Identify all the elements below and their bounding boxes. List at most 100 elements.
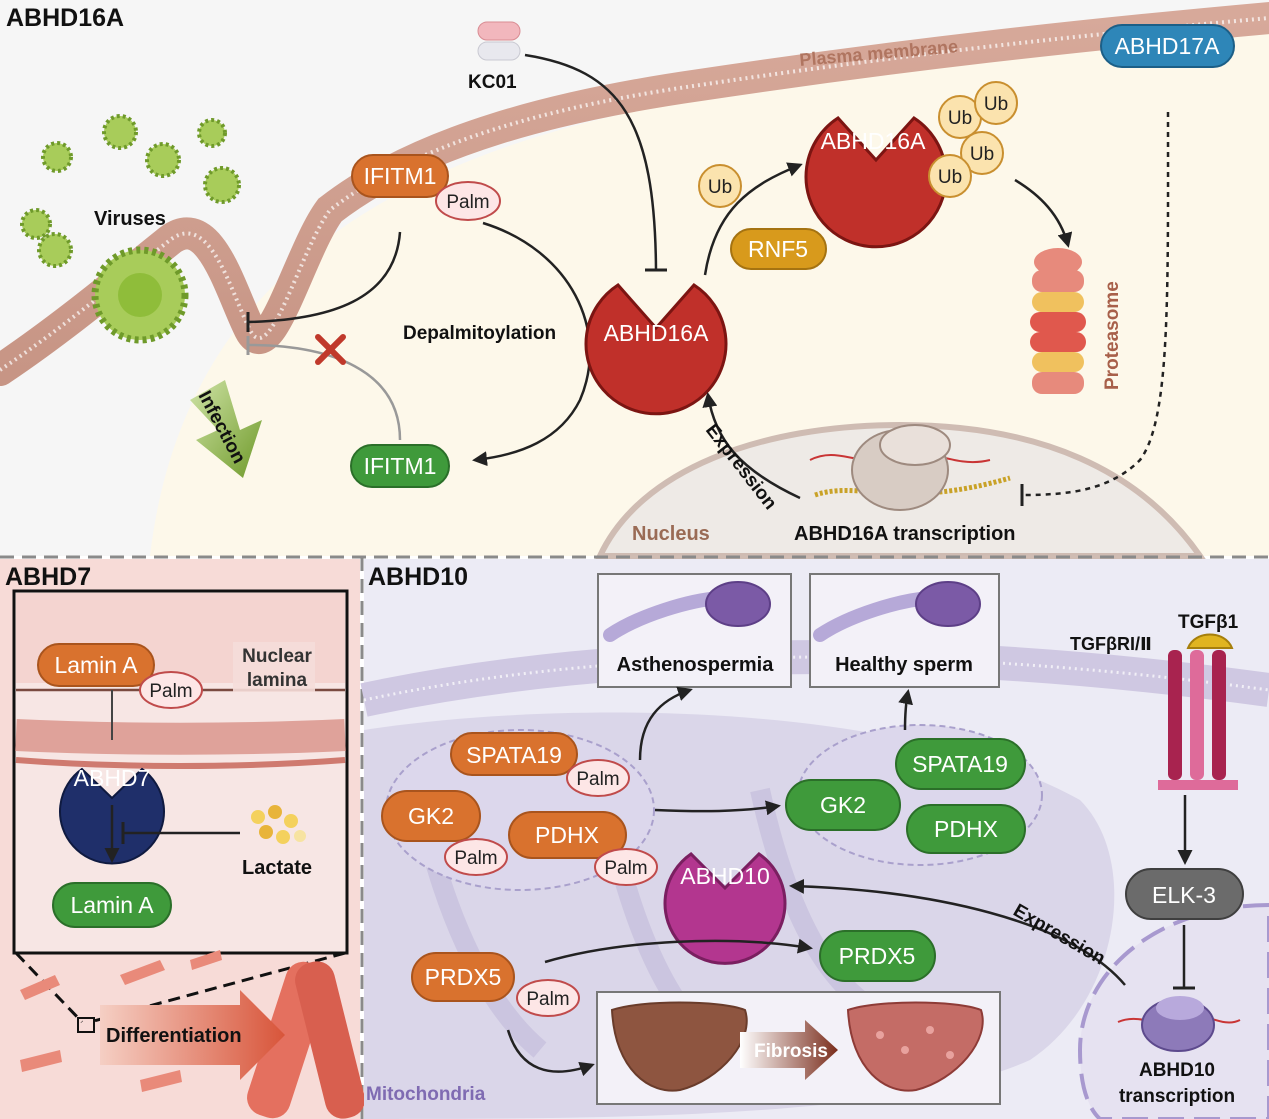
palm-label: Palm <box>604 858 647 879</box>
kc01-inhibition-line <box>524 53 658 271</box>
fibrosis-arrow <box>740 1020 838 1080</box>
abhd17a-protein <box>1100 24 1235 68</box>
healthy-sperm-arrow <box>898 689 914 731</box>
palm-tag <box>594 848 658 886</box>
tgfb-receptor-icon <box>1158 633 1238 790</box>
ifitm1-label: IFITM1 <box>364 453 437 479</box>
ifitm1-palm-label: IFITM1 <box>364 163 437 189</box>
tgfb1-label: TGFβ1 <box>1178 612 1239 633</box>
virus-icon <box>20 114 241 344</box>
fibrosis-label: Fibrosis <box>754 1041 828 1062</box>
panel-title-abhd10: ABHD10 <box>368 563 468 591</box>
nucleus-label: Nucleus <box>632 523 710 545</box>
lactate-icon <box>251 805 306 844</box>
expression-arrow <box>702 392 801 500</box>
depalmitoylation-label: Depalmitoylation <box>403 323 556 344</box>
palm-label: Palm <box>149 681 192 702</box>
tgfb-receptor-label: TGFβRI/Ⅱ <box>1070 634 1152 654</box>
palm-tag <box>139 671 203 709</box>
panel-title-abhd7: ABHD7 <box>5 563 91 591</box>
differentiation-label: Differentiation <box>106 1025 242 1047</box>
abhd7-enzyme-label: ABHD7 <box>74 765 151 791</box>
mitochondria-label: Mitochondria <box>366 1084 486 1105</box>
palm-tag <box>516 979 580 1017</box>
abhd16a-ub-label: ABHD16A <box>821 128 926 154</box>
abhd7-panel: ABHD7 Lamin A Palm Nuclear lamina ABHD7 <box>0 559 365 1119</box>
abhd10-enzyme <box>663 852 787 965</box>
kc01-label: KC01 <box>468 72 517 93</box>
rnf5-label: RNF5 <box>748 236 808 262</box>
differentiation-arrow <box>100 990 285 1080</box>
lamin-a-palm-protein <box>37 643 155 687</box>
abhd17a-inhibition-line <box>1021 111 1170 497</box>
lamin-a-palm-label: Lamin A <box>54 652 138 678</box>
ub-label: Ub <box>708 177 732 198</box>
transcription-icon <box>809 424 1011 511</box>
liver-icon <box>610 1001 984 1092</box>
pdhx-protein <box>906 804 1026 854</box>
asthenospermia-label: Asthenospermia <box>617 654 775 676</box>
spata19-palm-protein <box>450 732 578 776</box>
abhd16a-enzyme <box>584 283 728 416</box>
degradation-arrow <box>1014 178 1073 248</box>
infection-arrow <box>190 380 262 478</box>
pdhx-palm-label: PDHX <box>535 822 599 848</box>
pdhx-label: PDHX <box>934 816 998 842</box>
palm-label: Palm <box>576 769 619 790</box>
blocked-x-icon <box>315 334 346 365</box>
asthenospermia-arrow <box>638 686 693 761</box>
fibrosis-arrow-in <box>506 1029 595 1077</box>
gk2-protein <box>785 779 901 831</box>
ifitm1-block-line <box>247 231 402 324</box>
gk2-palm-protein <box>381 790 481 842</box>
ub-icon <box>698 164 742 208</box>
expression-arrow <box>789 878 1126 986</box>
ifitm1-palm-protein <box>351 154 449 198</box>
myotube-icon <box>20 950 365 1119</box>
spata19-protein <box>895 738 1026 790</box>
transcription-icon <box>1117 996 1241 1052</box>
transcription-label: ABHD16A transcription <box>794 523 1016 545</box>
nuclear-lamina-label: lamina <box>247 670 308 691</box>
depalmitoylation-arrow <box>472 221 592 467</box>
healthy-sperm-label: Healthy sperm <box>835 654 973 676</box>
ifitm1-protein <box>350 444 450 488</box>
ubiquitination-arrow <box>703 162 803 276</box>
palm-tag <box>444 838 508 876</box>
lamin-a-protein <box>52 882 172 928</box>
proteasome-label: Proteasome <box>1102 281 1123 390</box>
abhd16a-enzyme-label: ABHD16A <box>604 320 709 346</box>
abhd17a-label: ABHD17A <box>1115 33 1220 59</box>
gk2-palm-label: GK2 <box>408 803 454 829</box>
palm-label: Palm <box>446 192 489 213</box>
palm-label: Palm <box>526 989 569 1010</box>
kc01-drug-icon <box>477 21 521 61</box>
ub-chain-icon <box>928 81 1018 198</box>
ub-label: Ub <box>970 144 994 165</box>
abhd10-transcription-label: transcription <box>1119 1086 1235 1107</box>
abhd10-enzyme-label: ABHD10 <box>680 863 769 889</box>
elk3-protein <box>1125 868 1244 920</box>
lamin-a-label: Lamin A <box>70 892 154 918</box>
sperm-icon <box>603 581 771 642</box>
abhd16a-panel: Plasma membrane Nucleus ABHD16A Viruses … <box>0 0 1269 559</box>
nuclear-lamina-label: Nuclear <box>242 646 312 667</box>
prdx5-protein <box>819 930 936 982</box>
ub-label: Ub <box>948 108 972 129</box>
gk2-label: GK2 <box>820 792 866 818</box>
palm-tag <box>566 759 630 797</box>
ub-label: Ub <box>984 94 1008 115</box>
depalmitoylation-arrow <box>654 800 781 816</box>
spata19-label: SPATA19 <box>912 751 1008 777</box>
panel-title-abhd16a: ABHD16A <box>6 4 124 32</box>
palm-tag <box>435 181 501 221</box>
sperm-icon <box>813 581 981 642</box>
prdx5-depalmitoylation-arrow <box>544 938 813 964</box>
spata19-palm-label: SPATA19 <box>466 742 562 768</box>
pdhx-palm-protein <box>508 811 627 859</box>
prdx5-label: PRDX5 <box>839 943 916 969</box>
proteasome-icon <box>1030 248 1086 394</box>
viruses-label: Viruses <box>94 208 166 230</box>
plasma-membrane <box>0 2 1269 386</box>
